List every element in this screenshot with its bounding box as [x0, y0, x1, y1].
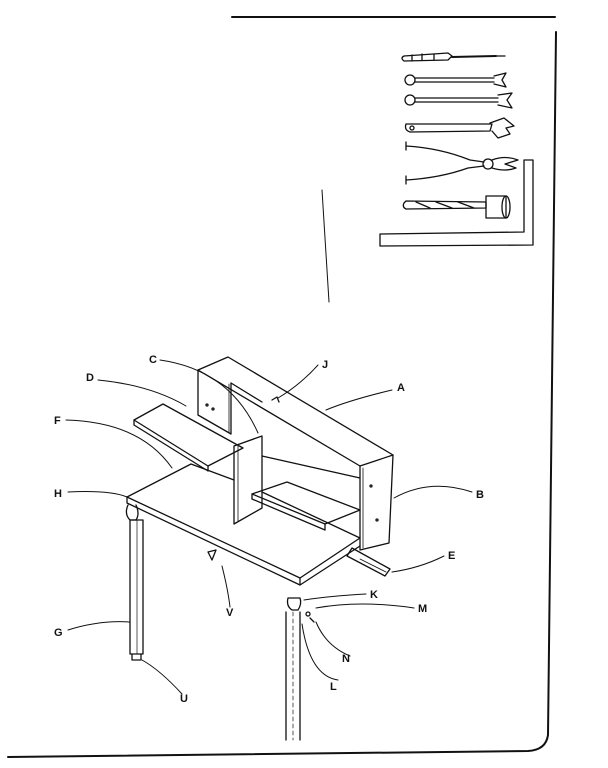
label-l: L [330, 681, 337, 693]
label-v: V [226, 607, 234, 619]
label-k: K [370, 589, 378, 601]
desk-assembly [125, 356, 394, 741]
tools-group [379, 52, 534, 247]
label-e: E [448, 550, 455, 562]
page-frame [7, 16, 557, 758]
label-m: M [418, 603, 427, 615]
shelf-d [133, 403, 244, 472]
adjustable-wrench-icon [404, 117, 515, 139]
pliers-icon [405, 141, 519, 185]
screwdriver-icon [401, 52, 506, 62]
desktop-f [126, 463, 361, 586]
label-c: C [149, 354, 157, 366]
wrench-icon [404, 92, 513, 109]
label-u: U [180, 693, 188, 705]
label-n: N [342, 653, 350, 665]
label-f: F [54, 415, 61, 427]
mallet-icon [402, 195, 511, 219]
label-h: H [54, 488, 62, 500]
label-g: G [54, 627, 63, 639]
divider-c [233, 435, 263, 525]
leg-g [129, 519, 144, 661]
part-labels: A B C D E F G H J K L M N U V [54, 354, 484, 705]
leader-lines [65, 359, 473, 695]
label-b: B [476, 489, 484, 501]
square-icon [379, 159, 534, 247]
label-d: D [86, 372, 94, 384]
label-j: J [322, 359, 328, 371]
rail-e [346, 547, 391, 577]
hutch [197, 356, 394, 551]
label-a: A [397, 382, 405, 394]
shelf-b [251, 481, 361, 531]
leg-right [285, 611, 301, 741]
wrench-icon [404, 72, 507, 88]
